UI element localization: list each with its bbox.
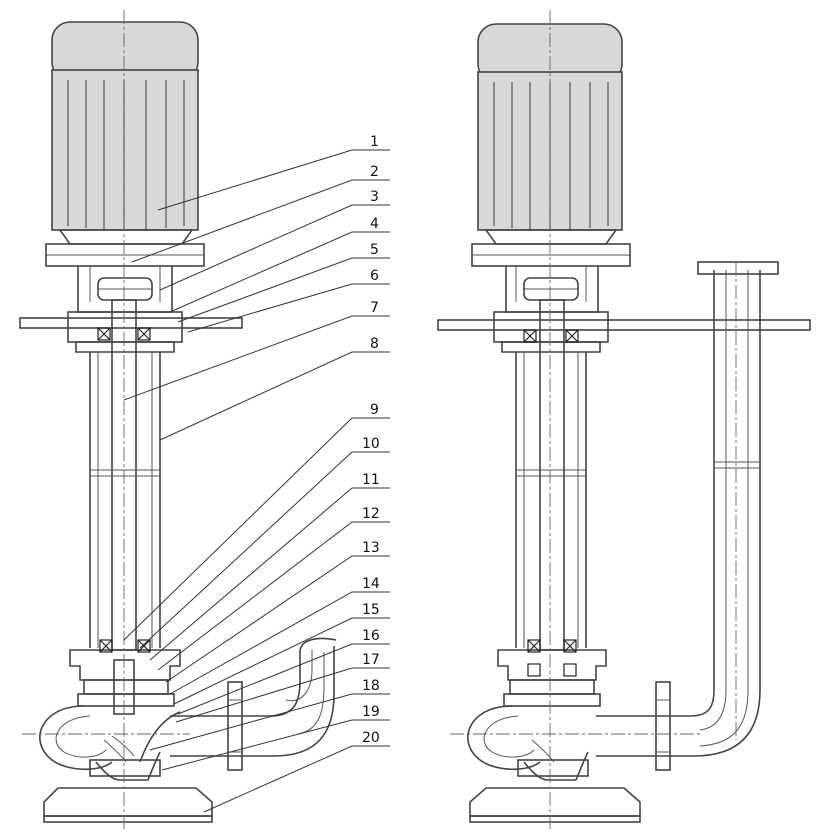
- callout-10: 10: [362, 436, 380, 452]
- left-motor-flange: [45, 243, 205, 267]
- callout-15: 15: [362, 602, 380, 618]
- callout-12: 12: [362, 506, 380, 522]
- left-motor: [51, 21, 199, 245]
- callout-9: 9: [370, 402, 379, 418]
- left-pump: [19, 10, 337, 832]
- left-upper-seal: [97, 327, 151, 341]
- right-base: [469, 787, 641, 823]
- callout-4: 4: [370, 216, 379, 232]
- callout-16: 16: [362, 628, 380, 644]
- callout-1: 1: [370, 134, 379, 150]
- right-volute: [467, 705, 589, 781]
- right-lower-housing: [497, 639, 607, 707]
- callout-14: 14: [362, 576, 380, 592]
- callout-18: 18: [362, 678, 380, 694]
- left-base: [43, 787, 213, 823]
- callout-17: 17: [362, 652, 380, 668]
- callout-labels: 1 2 3 4 5 6 7 8 9 10 11 12 13 14 15 16 1…: [362, 134, 380, 746]
- callout-2: 2: [370, 164, 379, 180]
- left-volute: [39, 705, 181, 781]
- callout-5: 5: [370, 242, 379, 258]
- right-mounting-plate: [437, 311, 811, 353]
- right-discharge-pipe: [596, 261, 779, 771]
- callout-20: 20: [362, 730, 380, 746]
- callout-7: 7: [370, 300, 379, 316]
- callout-8: 8: [370, 336, 379, 352]
- right-motor-flange: [471, 243, 631, 267]
- callout-19: 19: [362, 704, 380, 720]
- callout-13: 13: [362, 540, 380, 556]
- callout-11: 11: [362, 472, 380, 488]
- left-lower-housing: [69, 639, 181, 715]
- callout-6: 6: [370, 268, 379, 284]
- right-pump: [437, 10, 811, 832]
- callout-3: 3: [370, 189, 379, 205]
- right-coupling-housing: [505, 266, 599, 313]
- left-mounting-plate: [19, 311, 243, 353]
- left-discharge-elbow: [170, 637, 337, 771]
- callout-leaders: [123, 149, 390, 813]
- left-coupling-housing: [77, 266, 173, 313]
